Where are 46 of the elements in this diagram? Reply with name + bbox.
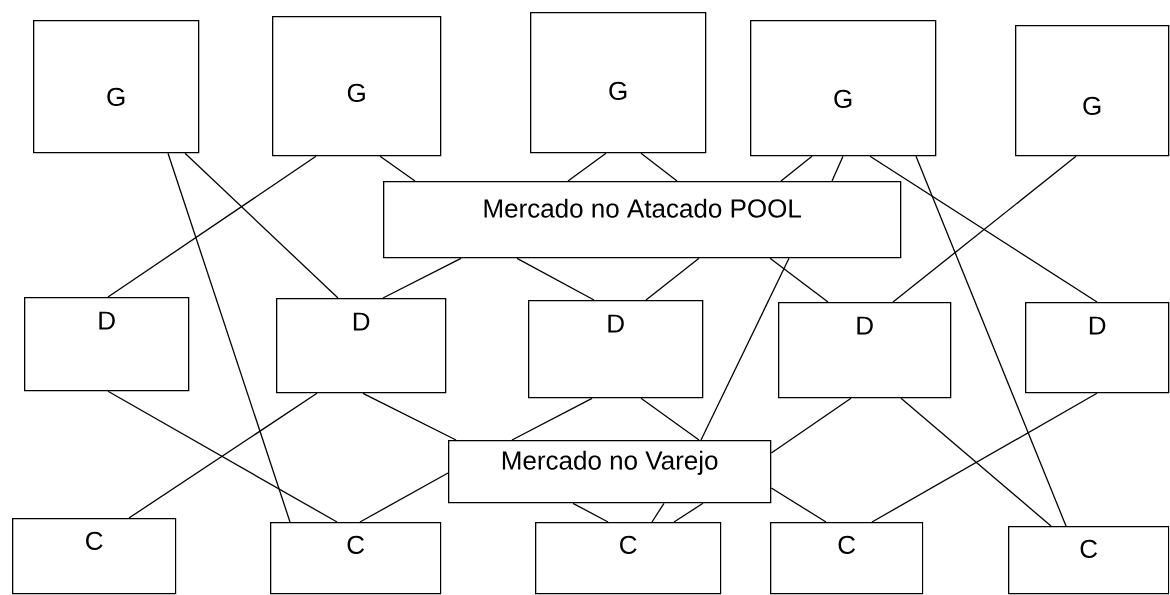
connector-line xyxy=(362,392,457,441)
letter-box: D xyxy=(778,302,952,399)
letter-box: C xyxy=(12,518,177,595)
connector-line xyxy=(382,257,462,299)
letter-box: C xyxy=(1008,526,1170,595)
connector-line xyxy=(892,155,1077,303)
connector-line xyxy=(770,487,827,523)
connector-line xyxy=(516,257,595,301)
connector-line xyxy=(645,257,700,301)
connector-line xyxy=(572,502,609,523)
connector-line xyxy=(871,392,1098,523)
letter-box: G xyxy=(33,20,200,154)
letter-box: D xyxy=(1025,302,1170,394)
market-box: Mercado no Varejo xyxy=(448,440,772,504)
letter-box: C xyxy=(770,522,924,595)
connector-line xyxy=(640,152,678,182)
letter-box: D xyxy=(276,298,447,394)
connector-line xyxy=(700,257,790,441)
connector-line xyxy=(673,502,704,523)
connector-line xyxy=(769,257,829,303)
connector-line xyxy=(770,397,852,454)
connector-line xyxy=(107,390,338,523)
connector-line xyxy=(869,155,1098,303)
connector-line xyxy=(780,155,813,182)
market-box: Mercado no Atacado POOL xyxy=(383,181,902,259)
connector-line xyxy=(567,152,607,182)
connector-line xyxy=(107,155,317,298)
connector-line xyxy=(128,392,318,519)
letter-box: C xyxy=(535,522,722,595)
letter-box: G xyxy=(750,20,937,157)
connector-line xyxy=(900,397,1052,527)
connector-line xyxy=(511,397,593,441)
connector-line xyxy=(640,397,700,441)
letter-box: D xyxy=(528,300,704,399)
letter-box: C xyxy=(270,522,442,595)
connector-line xyxy=(167,152,291,523)
connector-line xyxy=(831,155,844,182)
connector-line xyxy=(359,472,449,523)
letter-box: G xyxy=(1015,25,1170,157)
letter-box: G xyxy=(530,12,707,154)
letter-box: G xyxy=(272,16,442,157)
connector-line xyxy=(915,155,1067,527)
letter-box: D xyxy=(24,297,190,392)
connector-line xyxy=(651,502,665,523)
connector-line xyxy=(379,155,416,182)
connector-line xyxy=(184,152,339,299)
